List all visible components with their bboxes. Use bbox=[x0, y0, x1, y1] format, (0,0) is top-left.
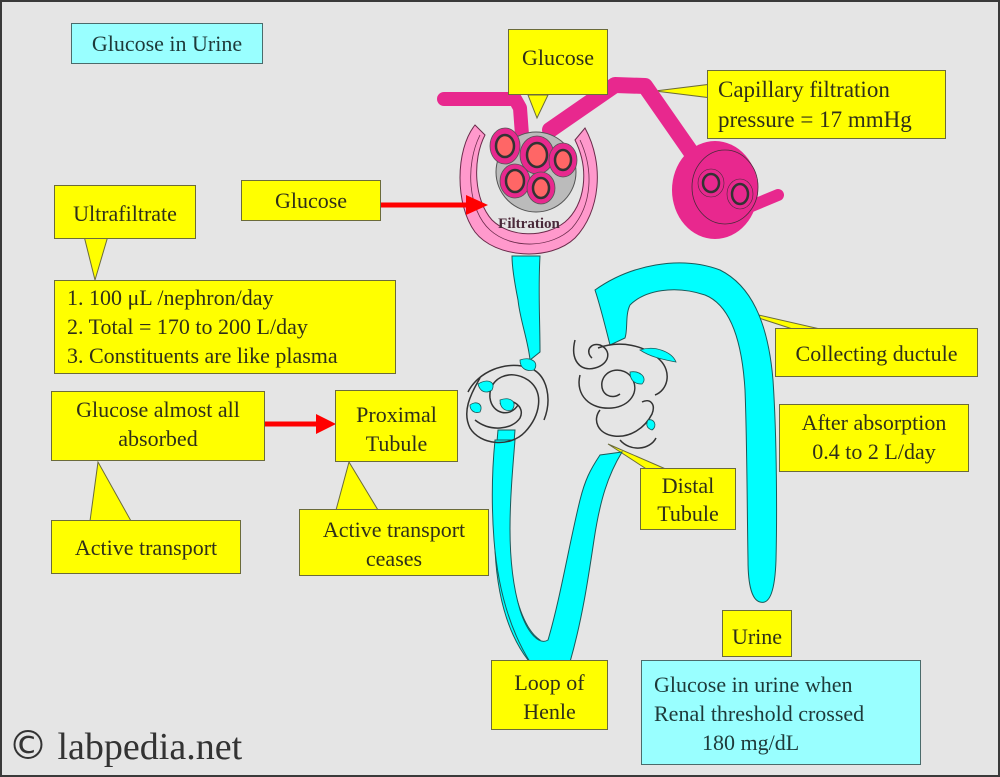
active-transport-ceases-line2: ceases bbox=[365, 546, 423, 571]
proximal-tubule-line1: Proximal bbox=[356, 402, 437, 427]
red-blood-cell bbox=[697, 168, 725, 198]
after-absorption-callout: After absorption 0.4 to 2 L/day bbox=[779, 404, 969, 472]
glucose-absorbed-callout: Glucose almost all absorbed bbox=[51, 391, 265, 461]
glucose-to-filtration-arrow bbox=[380, 195, 488, 215]
ultrafiltrate-facts: 1. 100 μL /nephron/day 2. Total = 170 to… bbox=[54, 280, 396, 374]
glucose-left-callout: Glucose bbox=[241, 180, 381, 221]
active-transport-ceases-callout: Active transport ceases bbox=[299, 509, 489, 576]
diagram-title-text: Glucose in Urine bbox=[91, 31, 243, 56]
loop-of-henle-shape bbox=[491, 439, 623, 663]
active-transport-pointer bbox=[89, 460, 132, 522]
active-transport-callout: Active transport bbox=[51, 520, 241, 574]
glucose-left-text: Glucose bbox=[274, 188, 348, 213]
ultrafiltrate-fact-1: 1. 100 μL /nephron/day bbox=[67, 285, 274, 310]
red-blood-cell bbox=[726, 178, 754, 210]
proximal-tubule-line2: Tubule bbox=[365, 431, 428, 456]
after-absorption-line2: 0.4 to 2 L/day bbox=[812, 439, 936, 464]
glomerulus bbox=[489, 127, 578, 213]
red-blood-cell bbox=[526, 171, 556, 205]
active-transport-ceases-line1: Active transport bbox=[322, 517, 466, 542]
proximal-tubule-callout: Proximal Tubule bbox=[335, 390, 458, 462]
bowmans-capsule: Filtration bbox=[459, 124, 598, 255]
renal-threshold-line2: Renal threshold crossed bbox=[654, 701, 865, 726]
ultrafiltrate-text: Ultrafiltrate bbox=[73, 201, 177, 226]
distal-tubule-callout: Distal Tubule bbox=[640, 468, 736, 530]
ceases-pointer bbox=[335, 460, 379, 511]
ultrafiltrate-fact-3: 3. Constituents are like plasma bbox=[67, 343, 338, 368]
capillary-filtration-callout: Capillary filtration pressure = 17 mmHg bbox=[707, 70, 946, 139]
renal-threshold-line1: Glucose in urine when bbox=[654, 672, 853, 697]
glucose-top-callout: Glucose bbox=[508, 29, 608, 95]
loop-of-henle-callout: Loop of Henle bbox=[491, 660, 608, 730]
loop-of-henle-line2: Henle bbox=[523, 699, 576, 724]
distal-convolution-fill bbox=[629, 347, 677, 431]
glucose-top-pointer bbox=[527, 94, 549, 120]
collecting-ductule-text: Collecting ductule bbox=[795, 341, 958, 366]
after-absorption-line1: After absorption bbox=[801, 410, 947, 435]
red-blood-cell bbox=[489, 127, 521, 165]
glucose-absorbed-line1: Glucose almost all bbox=[76, 397, 240, 422]
red-blood-cell bbox=[548, 142, 578, 178]
proximal-convolution-fill bbox=[469, 358, 537, 413]
renal-threshold-box: Glucose in urine when Renal threshold cr… bbox=[641, 660, 921, 765]
urine-callout: Urine bbox=[722, 610, 792, 657]
filtration-label: Filtration bbox=[498, 216, 560, 232]
capillary-filtration-line2: pressure = 17 mmHg bbox=[718, 107, 912, 132]
glucose-top-text: Glucose bbox=[521, 45, 595, 70]
red-blood-cell bbox=[499, 163, 531, 199]
distal-tubule-line2: Tubule bbox=[657, 501, 719, 526]
glucose-absorbed-line2: absorbed bbox=[118, 426, 198, 451]
urine-text: Urine bbox=[731, 624, 783, 649]
renal-threshold-line3: 180 mg/dL bbox=[702, 730, 800, 755]
ultrafiltrate-pointer bbox=[83, 235, 109, 282]
capillary-pointer bbox=[654, 83, 713, 99]
loop-of-henle-line1: Loop of bbox=[514, 670, 585, 695]
collecting-ductule-shape bbox=[594, 262, 778, 603]
efferent-arteriole-section bbox=[672, 141, 759, 239]
active-transport-text: Active transport bbox=[74, 535, 218, 560]
watermark: © labpedia.net bbox=[8, 724, 242, 769]
diagram-title: Glucose in Urine bbox=[71, 23, 263, 64]
absorbed-to-proximal-arrow bbox=[265, 414, 336, 434]
collecting-ductule-callout: Collecting ductule bbox=[775, 328, 978, 377]
distal-tubule-line1: Distal bbox=[661, 473, 715, 498]
capillary-filtration-line1: Capillary filtration bbox=[718, 77, 890, 102]
ultrafiltrate-fact-2: 2. Total = 170 to 200 L/day bbox=[67, 314, 308, 339]
ultrafiltrate-callout: Ultrafiltrate bbox=[54, 185, 196, 239]
watermark-text: labpedia.net bbox=[57, 726, 243, 768]
copyright-icon: © bbox=[8, 723, 48, 769]
